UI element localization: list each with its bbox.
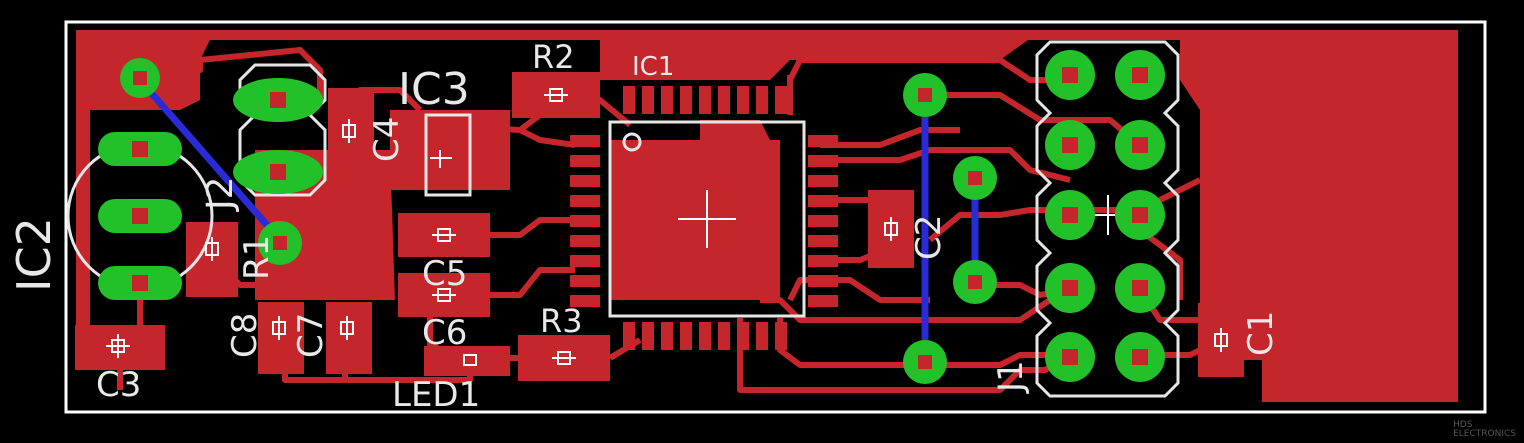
label-led1: LED1 bbox=[392, 375, 480, 415]
label-c2: C2 bbox=[909, 215, 949, 260]
ic3-outline bbox=[424, 113, 472, 197]
label-c3: C3 bbox=[96, 365, 141, 405]
label-c4: C4 bbox=[367, 117, 407, 162]
smd-pads bbox=[75, 72, 1244, 381]
label-ic3: IC3 bbox=[398, 64, 470, 115]
label-j2: J2 bbox=[200, 176, 241, 212]
watermark-logo: HDS ELECTRONICS bbox=[1453, 421, 1516, 439]
ic1-pads bbox=[570, 86, 838, 350]
label-c6: C6 bbox=[422, 313, 467, 353]
ic1-pin1-marker bbox=[622, 132, 642, 152]
j1-outline bbox=[1035, 40, 1180, 398]
board-outline bbox=[64, 20, 1487, 414]
label-r3: R3 bbox=[540, 302, 583, 340]
through-hole-pads bbox=[98, 50, 1165, 384]
label-c8: C8 bbox=[225, 313, 265, 358]
watermark-line1: HDS bbox=[1453, 420, 1473, 430]
label-c5: C5 bbox=[422, 254, 467, 294]
ic1-outline bbox=[608, 120, 806, 318]
label-r1: R1 bbox=[237, 235, 277, 280]
label-j1: J1 bbox=[991, 360, 1031, 394]
label-c7: C7 bbox=[291, 313, 331, 358]
label-r2: R2 bbox=[532, 38, 575, 76]
watermark-line2: ELECTRONICS bbox=[1453, 429, 1516, 439]
label-c1: C1 bbox=[1241, 311, 1281, 356]
label-ic2: IC2 bbox=[7, 217, 61, 292]
label-ic1: IC1 bbox=[632, 52, 674, 82]
